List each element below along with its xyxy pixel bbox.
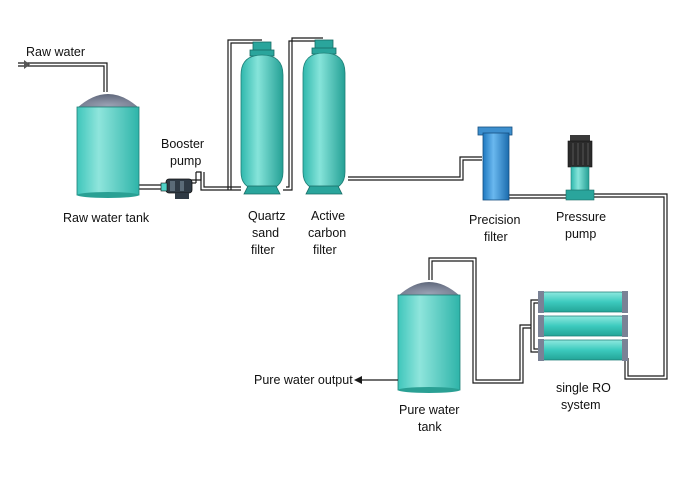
pure-tank-label-line2: tank [418, 420, 442, 434]
pressure-label-line1: Pressure [556, 210, 606, 224]
quartz-base [243, 185, 281, 195]
raw-water-inlet-pipe [18, 62, 108, 92]
pure-tank-body [397, 294, 461, 391]
ro-membrane-2 [538, 315, 628, 337]
carbon-vessel [302, 52, 346, 191]
single-ro-system [538, 291, 628, 361]
quartz-label-line1: Quartz [248, 209, 286, 223]
precision-label-line2: filter [484, 230, 508, 244]
booster-pump-label-line2: pump [170, 154, 201, 168]
quartz-label-line3: filter [251, 243, 275, 257]
ro-to-pure-tank-pipe [428, 257, 531, 381]
raw-tank-body [76, 106, 140, 196]
pure-water-tank [397, 282, 461, 393]
pure-water-output-label: Pure water output [254, 373, 353, 387]
raw-water-inlet-pipe-inner [18, 65, 105, 92]
booster-pump [160, 178, 193, 199]
ro-membrane-3 [538, 339, 628, 361]
carbon-label-line3: filter [313, 243, 337, 257]
carbon-to-precision-pipe [348, 159, 482, 181]
booster-pump-label-line1: Booster [161, 137, 204, 151]
precision-housing [482, 132, 510, 201]
pure-tank-label-line1: Pure water [399, 403, 459, 417]
active-carbon-filter [302, 39, 346, 195]
booster-pump-motor [165, 178, 193, 194]
carbon-base [305, 185, 343, 195]
ro-label-line1: single RO [556, 381, 611, 395]
pump-to-ro-pipe [589, 193, 668, 380]
pressure-label-line2: pump [565, 227, 596, 241]
pressure-pump [565, 135, 595, 201]
raw-water-label: Raw water [26, 45, 85, 59]
pure-water-output-arrow [354, 376, 398, 384]
raw-water-inlet-arrow [24, 60, 30, 69]
carbon-label-line1: Active [311, 209, 345, 223]
precision-filter [477, 126, 513, 201]
raw-tank-dome [77, 94, 139, 108]
pipework [18, 37, 668, 384]
quartz-label-line2: sand [252, 226, 279, 240]
raw-water-tank-label: Raw water tank [63, 211, 150, 225]
quartz-inlet-pipe [227, 39, 262, 190]
quartz-sand-filter [240, 41, 284, 195]
pure-tank-dome [398, 282, 460, 296]
carbon-label-line2: carbon [308, 226, 346, 240]
precision-label-line1: Precision [469, 213, 520, 227]
quartz-vessel [240, 54, 284, 191]
raw-water-tank [76, 94, 140, 198]
ro-label-line2: system [561, 398, 601, 412]
carbon-inlet-pipe [283, 37, 323, 191]
ro-membrane-1 [538, 291, 628, 313]
